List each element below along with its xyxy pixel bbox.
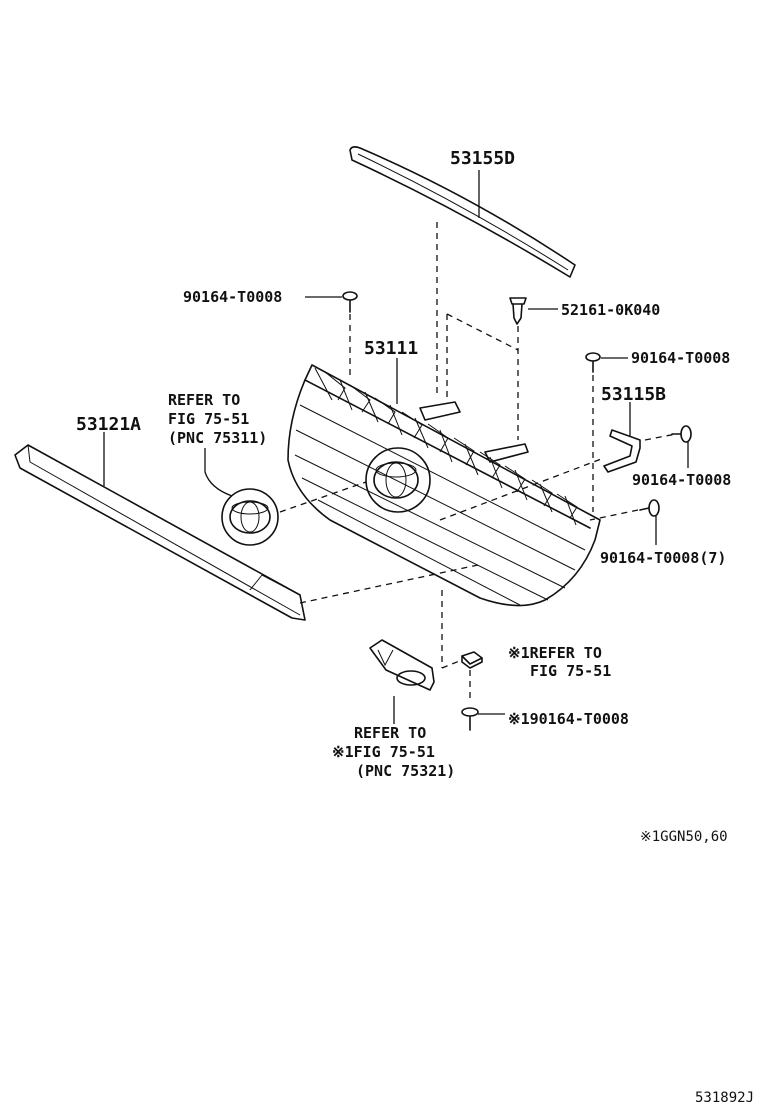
label-90164-right-top: 90164-T0008 [631,349,730,367]
label-refer-clip-1: ※1REFER TO [508,644,602,662]
applicability-note: ※1GGN50,60 [640,829,728,845]
clip-nut-icon [461,651,483,669]
upper-molding-part [349,146,576,278]
screw-bottom-icon [461,707,479,731]
v6-badge-icon [369,639,435,691]
screw-right-low-icon [639,499,660,517]
dash-bracket [446,313,519,400]
label-refer-badge-2: ※1FIG 75-51 [332,743,435,761]
label-90164-right-low: 90164-T0008(7) [600,549,726,567]
clip-52161-icon [509,297,527,325]
dash-clip-nut [441,659,463,669]
label-refer-badge-1: REFER TO [354,724,426,742]
dash-grille-bracket [439,457,605,521]
screw-right-mid-icon [671,425,692,443]
label-refer-emblem-1: REFER TO [168,391,240,409]
label-refer-badge-3: (PNC 75321) [356,762,455,780]
toyota-emblem-icon [221,488,279,546]
screw-right-top-icon [585,352,601,373]
dash-lower-molding [299,564,479,604]
leader-refer-emblem [204,448,233,497]
bracket-53115B-part [603,429,641,473]
label-53121A: 53121A [76,414,141,435]
dash-emblem [279,481,367,513]
label-53155D: 53155D [450,148,515,169]
label-53111: 53111 [364,338,418,359]
label-53115B: 53115B [601,384,666,405]
radiator-grille-part [287,364,601,607]
label-90164-bottom: ※190164-T0008 [508,710,629,728]
screw-top-left-icon [342,291,358,313]
label-52161: 52161-0K040 [561,301,660,319]
label-refer-emblem-3: (PNC 75311) [168,429,267,447]
label-90164-top-left: 90164-T0008 [183,288,282,306]
label-90164-right-mid: 90164-T0008 [632,471,731,489]
label-refer-emblem-2: FIG 75-51 [168,410,249,428]
lower-molding-part [14,444,306,621]
label-refer-clip-2: FIG 75-51 [530,662,611,680]
diagram-code: 531892J [695,1090,754,1106]
dash-screw-right-low [589,509,639,521]
dash-bracket-screw [644,433,677,441]
